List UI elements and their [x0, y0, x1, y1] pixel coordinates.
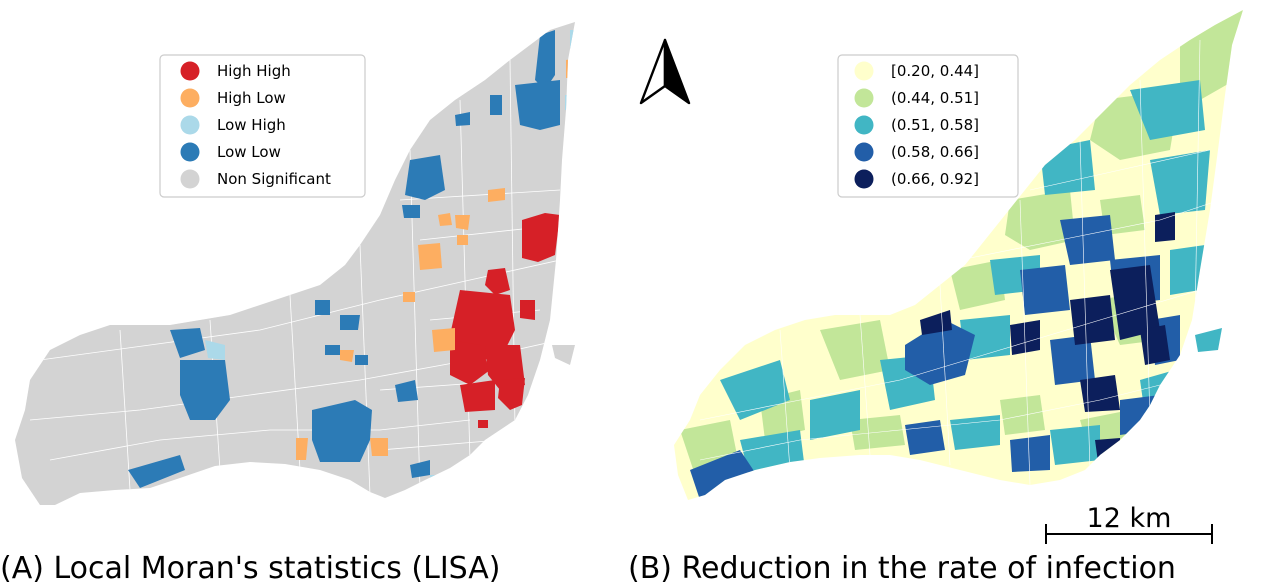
reduction-legend-label: (0.51, 0.58] [891, 116, 979, 134]
reduction-legend-swatch [854, 115, 874, 135]
reduction-legend-label: (0.66, 0.92] [891, 170, 979, 188]
reduction-legend-swatch [854, 169, 874, 189]
lisa-legend-label: Non Significant [217, 170, 331, 188]
lisa-legend-box [159, 54, 366, 198]
low-low-tracts [128, 30, 560, 488]
high-high-tracts [450, 213, 560, 428]
lisa-legend-label: High Low [217, 89, 286, 107]
island-shape [552, 345, 575, 365]
reduction-legend-label: [0.20, 0.44] [891, 62, 979, 80]
lisa-legend-label: Low High [217, 116, 286, 134]
reduction-legend-swatch [854, 142, 874, 162]
island-shape-b [1195, 328, 1222, 352]
lisa-legend-label: High High [217, 62, 291, 80]
reduction-legend-items: [0.20, 0.44] (0.44, 0.51] (0.51, 0.58] (0.5… [854, 61, 979, 189]
lisa-legend-swatch [180, 61, 200, 81]
scale-bar: 12 km [1045, 503, 1213, 544]
scale-bar-label: 12 km [1087, 503, 1172, 534]
caption-panel-b: (B) Reduction in the rate of infection [628, 551, 1176, 585]
reduction-legend-label: (0.58, 0.66] [891, 143, 979, 161]
tract-boundaries-b [699, 39, 1221, 486]
reduction-legend: [0.20, 0.44] (0.44, 0.51] (0.51, 0.58] (0.5… [837, 54, 1019, 198]
reduction-legend-swatch [854, 88, 874, 108]
lisa-legend-swatch [180, 115, 200, 135]
caption-panel-a: (A) Local Moran's statistics (LISA) [0, 551, 501, 585]
lisa-legend-swatch [180, 88, 200, 108]
lisa-legend-swatch [180, 169, 200, 189]
reduction-legend-box [837, 54, 1019, 198]
reduction-legend-swatch [854, 61, 874, 81]
reduction-map: [0.20, 0.44] (0.44, 0.51] (0.51, 0.58] (0.5… [674, 10, 1243, 500]
north-arrow-icon [639, 38, 691, 105]
lisa-legend-swatch [180, 142, 200, 162]
reduction-legend-label: (0.44, 0.51] [891, 89, 979, 107]
lisa-legend-label: Low Low [217, 143, 281, 161]
